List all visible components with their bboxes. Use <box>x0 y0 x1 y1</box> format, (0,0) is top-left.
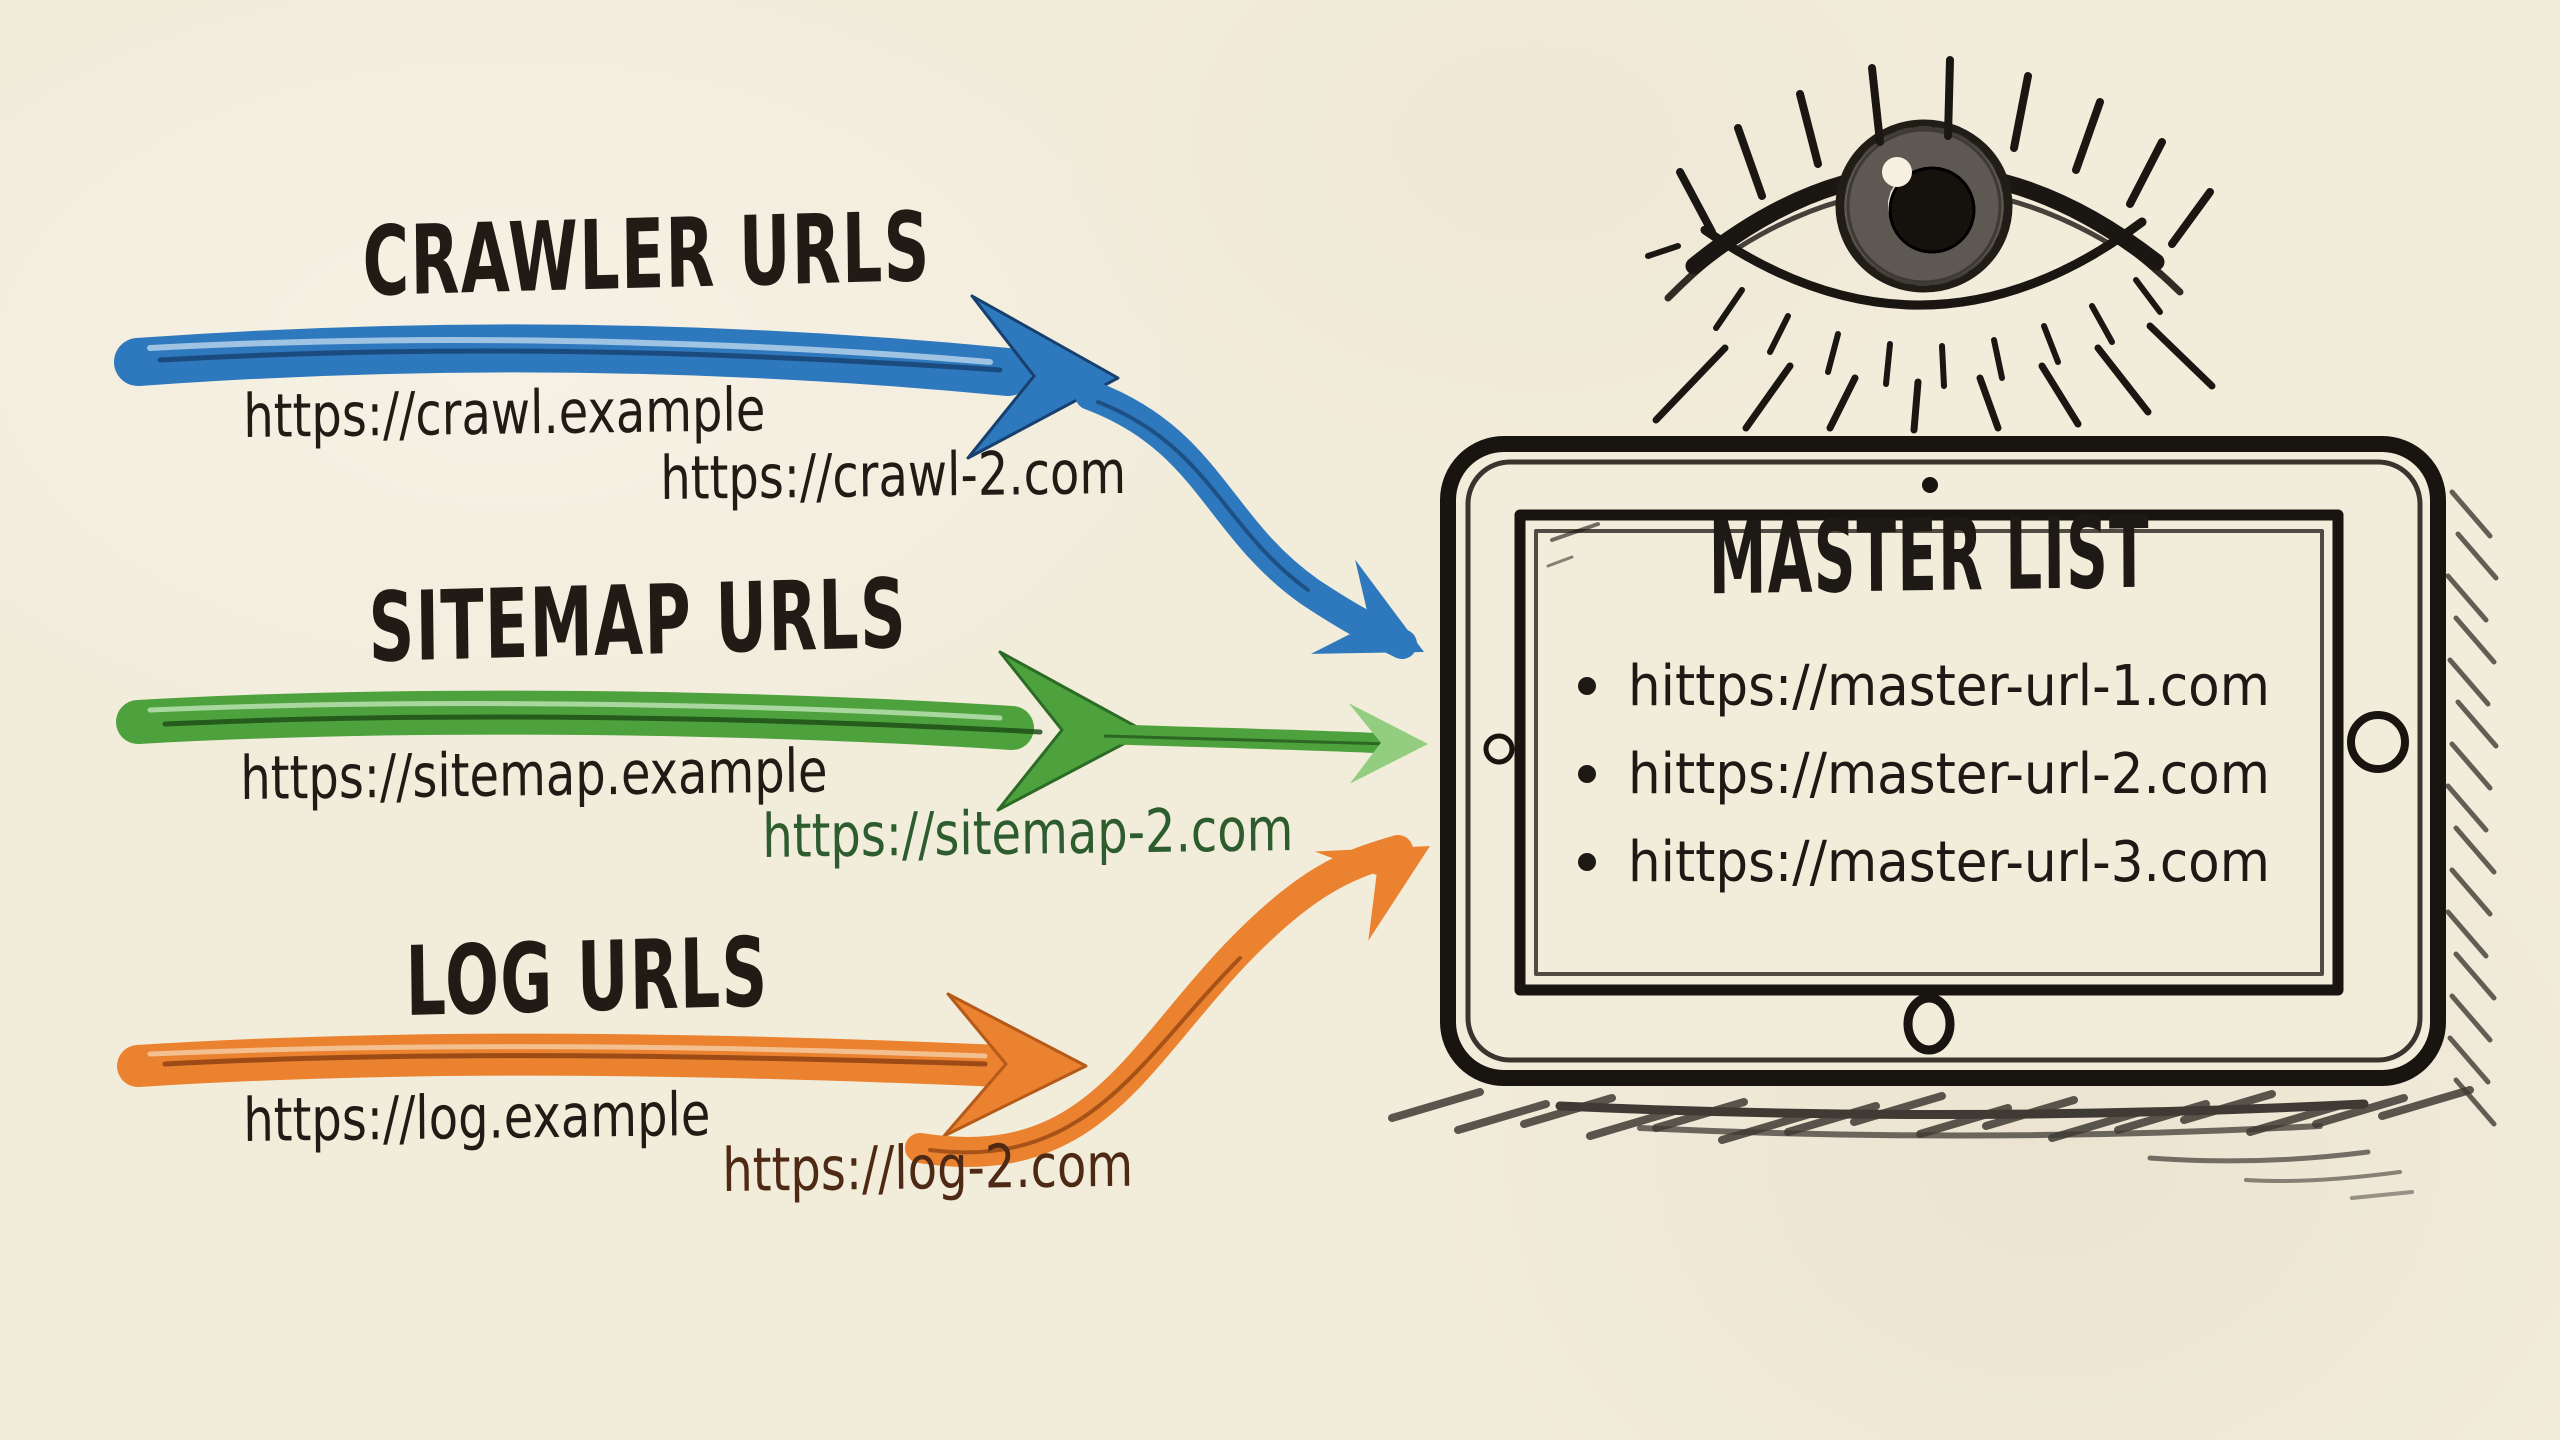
bullet-dot-icon <box>1578 853 1596 871</box>
master-url-item: hittps://master-url-2.com <box>1520 730 2338 818</box>
master-list-panel: MASTER LIST hittps://master-url-1.com hi… <box>1520 494 2338 906</box>
tablet-sketch <box>1440 436 2446 1086</box>
log-arrow <box>117 800 1456 1167</box>
crawler-url-secondary: https://crawl-2.com <box>660 437 1127 514</box>
crawler-arrow <box>114 294 1448 699</box>
sitemap-section-title: SITEMAP URLS <box>368 557 908 684</box>
home-button-circle <box>1903 993 1955 1055</box>
master-url-item: hittps://master-url-3.com <box>1520 818 2338 906</box>
log-url-primary: https://log.example <box>243 1079 711 1156</box>
eye-icon <box>1645 56 2216 434</box>
tablet-shading <box>1388 489 2499 1200</box>
master-list-title: MASTER LIST <box>1708 493 2151 618</box>
master-url-text: hittps://master-url-2.com <box>1628 741 2270 807</box>
log-section-title: LOG URLS <box>405 916 770 1038</box>
sitemap-arrow <box>116 650 1428 812</box>
bullet-dot-icon <box>1578 677 1596 695</box>
master-url-text: hittps://master-url-1.com <box>1628 653 2270 719</box>
master-url-text: hittps://master-url-3.com <box>1628 829 2270 895</box>
sitemap-url-primary: https://sitemap.example <box>240 736 828 814</box>
right-bezel-circle <box>2347 711 2409 773</box>
crawler-url-primary: https://crawl.example <box>243 375 766 452</box>
left-bezel-circle <box>1483 733 1515 765</box>
master-list-items: hittps://master-url-1.com hittps://maste… <box>1520 642 2338 906</box>
master-url-item: hittps://master-url-1.com <box>1520 642 2338 730</box>
log-url-secondary: https://log-2.com <box>722 1130 1134 1206</box>
sitemap-url-secondary: https://sitemap-2.com <box>762 795 1294 872</box>
camera-dot <box>1922 477 1938 493</box>
bullet-dot-icon <box>1578 765 1596 783</box>
crawler-section-title: CRAWLER URLS <box>362 190 932 318</box>
